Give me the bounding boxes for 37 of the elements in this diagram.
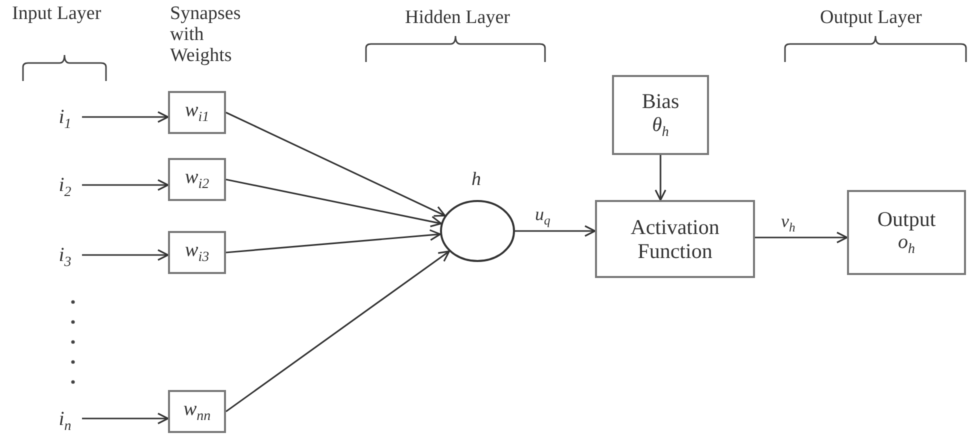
math-symbol: o$_{h}$	[898, 231, 915, 258]
arrow	[755, 232, 848, 244]
arrow	[654, 155, 666, 201]
math-symbol: θ$_{h}$	[652, 114, 669, 141]
input-variable: i$_{2}$	[48, 170, 82, 200]
arrow	[226, 112, 446, 217]
box-text: Bias	[642, 89, 680, 114]
process-box	[595, 200, 755, 278]
node-symbol: h	[472, 170, 481, 191]
neuron-circle	[440, 200, 515, 262]
arrow	[515, 225, 596, 237]
layer-label: Output Layer	[820, 8, 923, 29]
layer-label: Hidden Layer	[405, 8, 511, 29]
box-text: Output	[877, 206, 936, 232]
math-symbol: w$_{nn}$	[183, 398, 211, 425]
arrow	[82, 179, 169, 191]
math-symbol: w$_{i1}$	[184, 99, 210, 126]
input-variable: i$_{n}$	[48, 404, 82, 434]
weight-box	[168, 91, 226, 134]
arrow	[226, 229, 441, 254]
arrow	[82, 412, 169, 424]
layer-label: Synapses with Weights	[170, 4, 242, 67]
arrow	[82, 111, 169, 123]
layer-label: Input Layer	[12, 4, 102, 25]
arrow	[226, 178, 442, 228]
box-text: Activation Function	[630, 214, 720, 264]
input-variable: i$_{1}$	[48, 102, 82, 132]
weight-box	[168, 231, 226, 274]
weight-box	[168, 390, 226, 433]
weight-box	[168, 158, 226, 201]
process-box	[847, 190, 966, 275]
input-variable: i$_{3}$	[48, 240, 82, 270]
arrow	[226, 250, 450, 412]
math-symbol: w$_{i3}$	[184, 239, 210, 266]
process-box	[612, 75, 709, 155]
arrow	[82, 249, 169, 261]
math-symbol: w$_{i2}$	[184, 166, 210, 193]
